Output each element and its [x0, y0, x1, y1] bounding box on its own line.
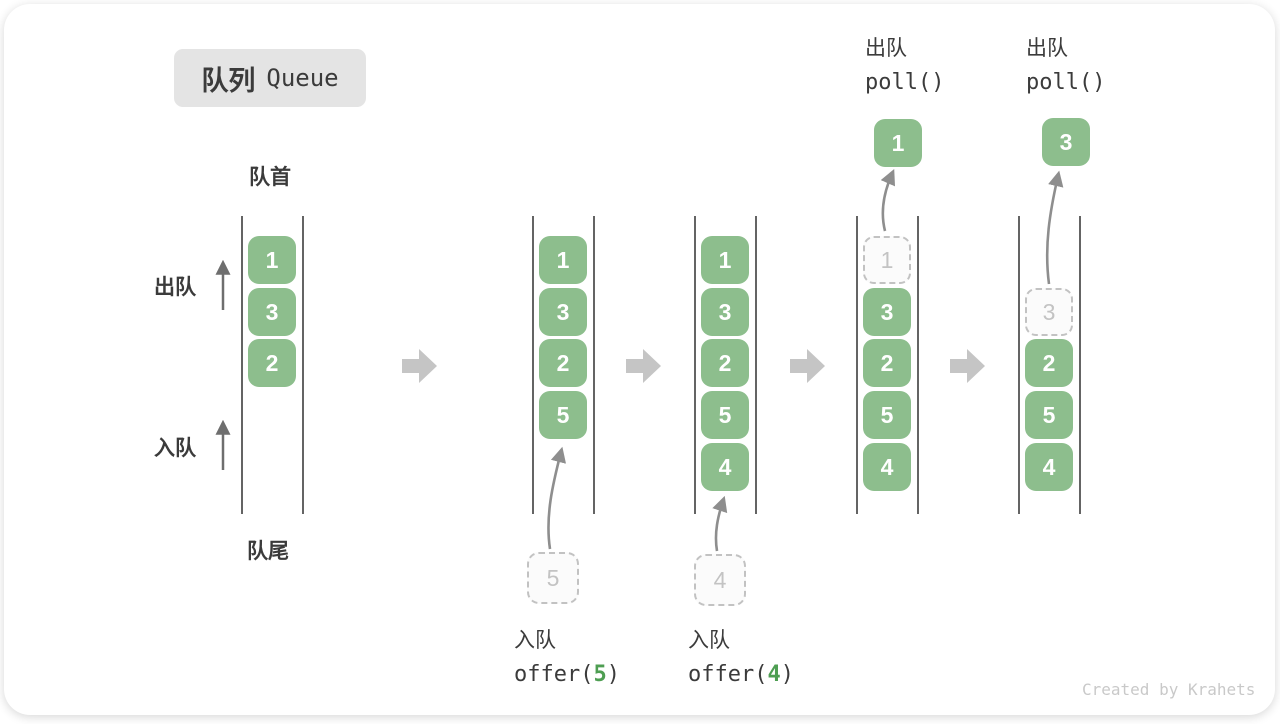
- title-badge: 队列 Queue: [174, 49, 366, 107]
- op-code: poll(): [1026, 70, 1106, 95]
- op-arg: 5: [593, 662, 607, 687]
- next-state-arrow-icon: [950, 348, 986, 384]
- queue-wall: [241, 216, 243, 514]
- queue-slot-dashed: 1: [863, 236, 911, 284]
- queue-wall: [302, 216, 304, 514]
- queue-wall: [917, 216, 919, 514]
- label-enqueue-side: 入队: [154, 437, 196, 460]
- incoming-element-dashed: 4: [694, 554, 746, 606]
- queue-wall: [755, 216, 757, 514]
- op-verb: 入队: [514, 629, 556, 652]
- queue-element: 2: [248, 339, 296, 387]
- next-state-arrow-icon: [790, 348, 826, 384]
- queue-element: 3: [539, 288, 587, 336]
- queue-element: 5: [539, 391, 587, 439]
- queue-element: 1: [539, 236, 587, 284]
- queue-element: 4: [1025, 443, 1073, 491]
- enqueue-curve-arrow-icon: [547, 446, 567, 550]
- queue-slot-dashed: 3: [1025, 288, 1073, 336]
- queue-element: 5: [863, 391, 911, 439]
- queue-element: 1: [248, 236, 296, 284]
- op-enqueue-offer5: 入队 offer(5): [514, 624, 620, 687]
- label-dequeue-side: 出队: [154, 276, 196, 299]
- outgoing-element: 1: [874, 119, 922, 167]
- queue-wall: [856, 216, 858, 514]
- label-queue-rear: 队尾: [247, 540, 289, 563]
- op-verb: 出队: [865, 37, 907, 60]
- title-zh: 队列: [201, 65, 256, 96]
- queue-element: 5: [1025, 391, 1073, 439]
- op-verb: 入队: [688, 629, 730, 652]
- queue-element: 2: [1025, 339, 1073, 387]
- next-state-arrow-icon: [626, 348, 662, 384]
- queue-wall: [593, 216, 595, 514]
- queue-element: 4: [701, 443, 749, 491]
- label-queue-front: 队首: [249, 166, 291, 189]
- queue-element: 3: [863, 288, 911, 336]
- queue-element: 3: [248, 288, 296, 336]
- dequeue-curve-arrow-icon: [880, 169, 896, 232]
- queue-element: 2: [539, 339, 587, 387]
- op-code: offer(5): [514, 662, 620, 687]
- op-verb: 出队: [1026, 37, 1068, 60]
- queue-element: 1: [701, 236, 749, 284]
- outgoing-element: 3: [1042, 118, 1090, 166]
- op-enqueue-offer4: 入队 offer(4): [688, 624, 794, 687]
- title-en: Queue: [266, 64, 339, 92]
- queue-wall: [532, 216, 534, 514]
- dequeue-curve-arrow-icon: [1045, 170, 1064, 285]
- next-state-arrow-icon: [402, 348, 438, 384]
- enqueue-curve-arrow-icon: [712, 495, 728, 552]
- diagram-card: 队列 Queue 队首 队尾 出队 入队 入队 offer(5) 入队 offe…: [4, 4, 1275, 715]
- queue-element: 3: [701, 288, 749, 336]
- queue-element: 2: [863, 339, 911, 387]
- queue-wall: [1079, 216, 1081, 514]
- op-arg: 4: [767, 662, 781, 687]
- op-dequeue-poll-1: 出队 poll(): [865, 32, 944, 95]
- queue-wall: [694, 216, 696, 514]
- queue-element: 2: [701, 339, 749, 387]
- op-code: offer(4): [688, 662, 794, 687]
- op-code: poll(): [865, 70, 945, 95]
- op-dequeue-poll-2: 出队 poll(): [1026, 32, 1105, 95]
- queue-element: 5: [701, 391, 749, 439]
- incoming-element-dashed: 5: [527, 552, 579, 604]
- queue-element: 4: [863, 443, 911, 491]
- watermark-credit: Created by Krahets: [1082, 680, 1256, 699]
- queue-wall: [1018, 216, 1020, 514]
